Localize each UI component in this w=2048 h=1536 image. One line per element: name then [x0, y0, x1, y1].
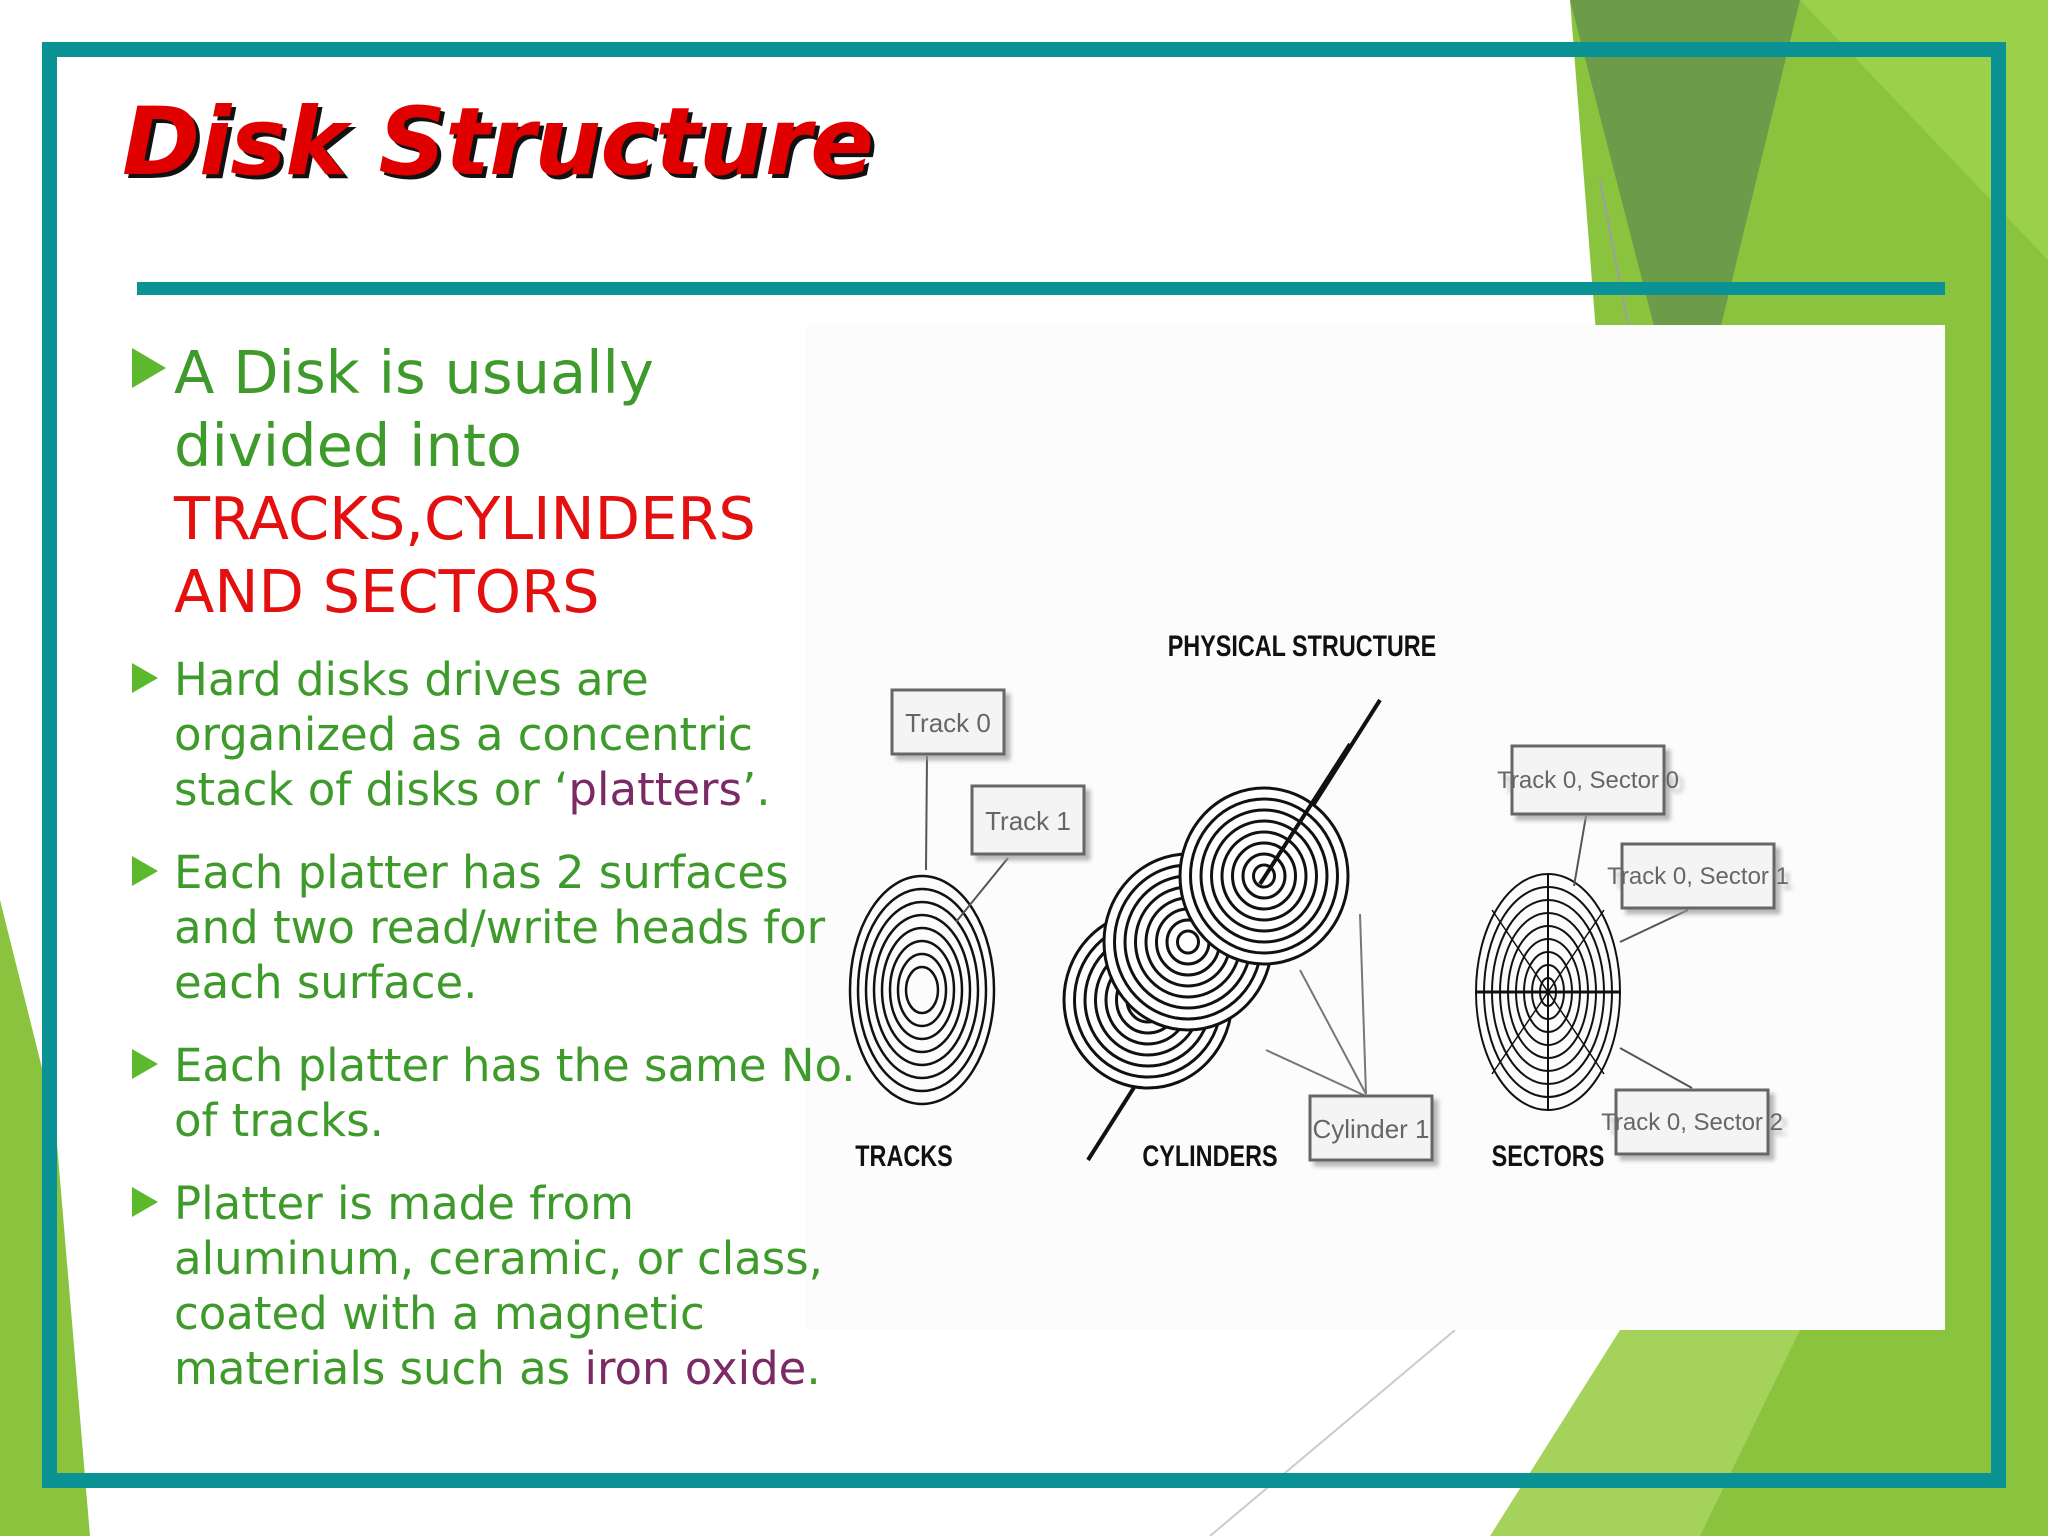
label-leader-line	[1573, 815, 1587, 887]
triangle-bullet-icon	[132, 1049, 158, 1079]
bullet-highlight: TRACKS,CYLINDERS AND SECTORS	[174, 484, 756, 626]
callout-track-0-sector-1: Track 0, Sector 1	[1607, 842, 1789, 910]
label-leader-line	[955, 857, 1009, 923]
sectors-disk-icon	[1475, 873, 1621, 1111]
triangle-bullet-icon	[132, 663, 158, 693]
callout-cylinder-1: Cylinder 1	[1308, 1094, 1434, 1162]
physical-structure-heading: PHYSICAL STRUCTURE	[1168, 629, 1437, 662]
callout-label: Track 0	[905, 708, 991, 738]
callout-label: Cylinder 1	[1312, 1114, 1429, 1144]
label-leader-line	[1359, 913, 1367, 1095]
label-leader-line	[925, 755, 928, 871]
callout-label: Track 0, Sector 2	[1601, 1109, 1783, 1136]
callout-track-0-sector-0: Track 0, Sector 0	[1497, 744, 1679, 816]
tracks-disk-icon	[848, 874, 996, 1106]
callout-track-1: Track 1	[970, 784, 1086, 856]
bullet-highlight: iron oxide	[584, 1342, 807, 1395]
slide-title: Disk Structure	[122, 88, 874, 197]
bullet-text: Each platter has 2 surfaces and two read…	[174, 846, 826, 1009]
bullet-highlight: platters	[568, 763, 742, 816]
bullet-tail: .	[806, 1342, 821, 1395]
callout-track-0-sector-2: Track 0, Sector 2	[1601, 1088, 1783, 1156]
bullet-tail: ’.	[741, 763, 771, 816]
callout-label: Track 0, Sector 0	[1497, 767, 1679, 794]
label-leader-line	[1299, 969, 1367, 1095]
bullet-text: Platter is made from aluminum, ceramic, …	[174, 1177, 823, 1395]
callout-label: Track 0, Sector 1	[1607, 863, 1789, 890]
label-leader-line	[1265, 1049, 1371, 1099]
callout-track-0: Track 0	[890, 688, 1006, 756]
label-leader-line	[1619, 1047, 1693, 1089]
bullet-text: Each platter has the same No. of tracks.	[174, 1039, 856, 1147]
bullet-list: A Disk is usually divided into TRACKS,CY…	[122, 336, 862, 1424]
bullet-item: A Disk is usually divided into TRACKS,CY…	[122, 336, 862, 628]
bullet-item: Hard disks drives are organized as a con…	[122, 652, 862, 817]
label-leader-line	[1619, 909, 1689, 943]
triangle-bullet-icon	[132, 856, 158, 886]
triangle-bullet-icon	[132, 1187, 158, 1217]
tracks-caption: TRACKS	[855, 1139, 952, 1172]
cylinders-disk-stack-icon	[1062, 742, 1352, 1090]
bullet-item: Each platter has the same No. of tracks.	[122, 1038, 862, 1148]
cylinders-caption: CYLINDERS	[1142, 1139, 1277, 1172]
bullet-item: Each platter has 2 surfaces and two read…	[122, 845, 862, 1010]
callout-label: Track 1	[985, 806, 1071, 836]
title-divider	[137, 282, 1945, 295]
bullet-item: Platter is made from aluminum, ceramic, …	[122, 1176, 862, 1396]
disk-structure-diagram: PHYSICAL STRUCTURE Track 0 Track 1 TRACK…	[848, 629, 1789, 1173]
triangle-bullet-icon	[132, 348, 166, 388]
bullet-text: Hard disks drives are organized as a con…	[174, 653, 753, 816]
bullet-text: A Disk is usually divided into	[174, 338, 654, 480]
slide-frame	[42, 42, 2006, 1488]
sectors-caption: SECTORS	[1492, 1139, 1605, 1172]
